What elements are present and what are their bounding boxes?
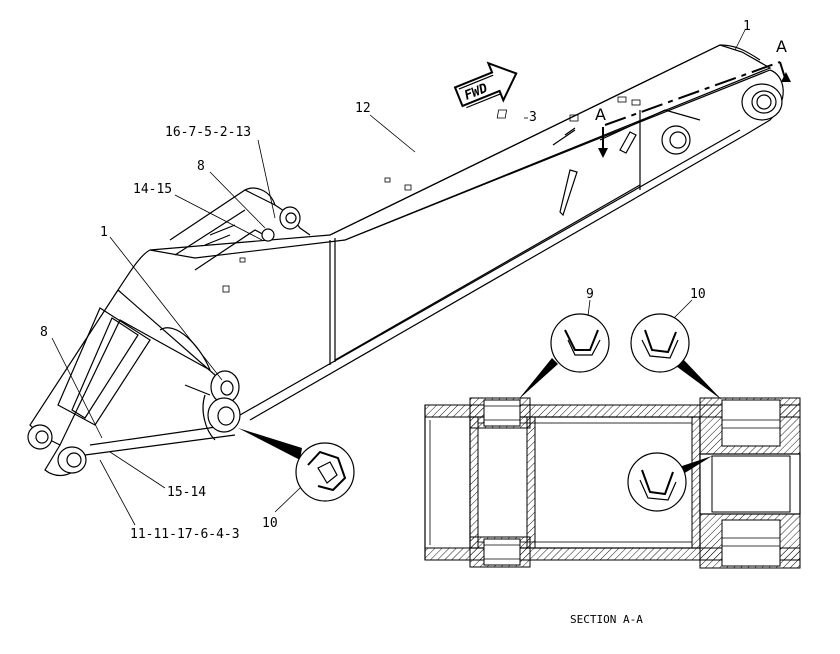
callout-14-15: 14-15 [133, 182, 172, 197]
callout-3: 3 [529, 110, 537, 125]
callout-12: 12 [355, 101, 371, 116]
boom-head-bores [661, 83, 783, 155]
detail-10-left [238, 428, 355, 513]
boom-body [117, 44, 784, 421]
callout-10-left: 10 [262, 516, 278, 531]
section-a-a [424, 299, 801, 569]
fwd-arrow: FWD [453, 61, 518, 109]
callout-16-13: 16-7-5-2-13 [165, 125, 251, 140]
section-marker-a-top: A [776, 37, 787, 56]
section-line [598, 61, 791, 158]
callout-15-14: 15-14 [167, 485, 206, 500]
cylinder-bracket [169, 187, 311, 271]
callout-1-left: 1 [100, 225, 108, 240]
callout-1-top: 1 [743, 19, 751, 34]
callout-labels: 1 A A 12 3 16-7-5-2-13 8 14-15 1 8 15-14… [40, 19, 787, 626]
callout-9-section: 9 [586, 287, 594, 302]
section-marker-a-mid: A [595, 105, 606, 124]
callout-10-section: 10 [690, 287, 706, 302]
callout-8-left: 8 [40, 325, 48, 340]
boom-foot-bores [184, 370, 241, 441]
section-caption: SECTION A-A [570, 613, 643, 626]
callout-8-top: 8 [197, 159, 205, 174]
leader-lines [51, 29, 746, 526]
boom-foot [27, 289, 236, 476]
callout-11-3: 11-11-17-6-4-3 [130, 527, 240, 542]
